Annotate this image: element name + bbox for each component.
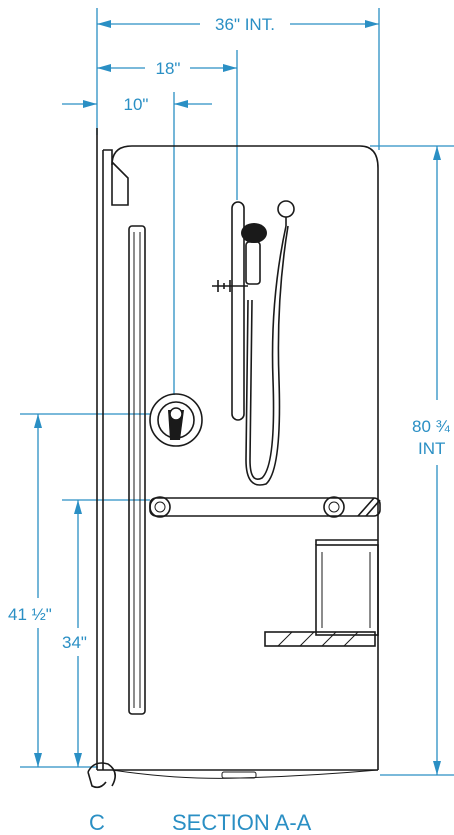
shower-slide-bar xyxy=(231,201,245,421)
dimension-18: 18" xyxy=(97,50,238,200)
fold-down-seat xyxy=(264,539,379,647)
section-title: SECTION A-A xyxy=(172,810,312,835)
dimension-18-label: 18" xyxy=(156,59,181,78)
shower-head-icon xyxy=(241,223,267,243)
shower-valve-control xyxy=(149,393,203,447)
callout-label: C xyxy=(89,810,105,835)
dimension-34: 34" xyxy=(20,499,150,768)
handheld-shower-head xyxy=(212,200,295,486)
dimension-80-label-line1: 80 ¾ xyxy=(412,417,451,436)
section-callout-c: C xyxy=(87,762,116,835)
dimension-36-label: 36" INT. xyxy=(215,15,275,34)
shower-enclosure xyxy=(96,128,379,779)
horizontal-grab-bar xyxy=(149,496,381,518)
vertical-grab-bar-left xyxy=(128,225,146,715)
dimension-10-label: 10" xyxy=(124,95,149,114)
dimension-80-int: 80 ¾ INT xyxy=(370,145,454,776)
dimension-36-int: 36" INT. xyxy=(96,8,380,150)
dimension-80-label-line2: INT xyxy=(418,439,445,458)
dimension-34-label: 34" xyxy=(62,633,87,652)
dimension-41-label: 41 ½" xyxy=(8,605,52,624)
dimension-10: 10" xyxy=(62,92,212,395)
